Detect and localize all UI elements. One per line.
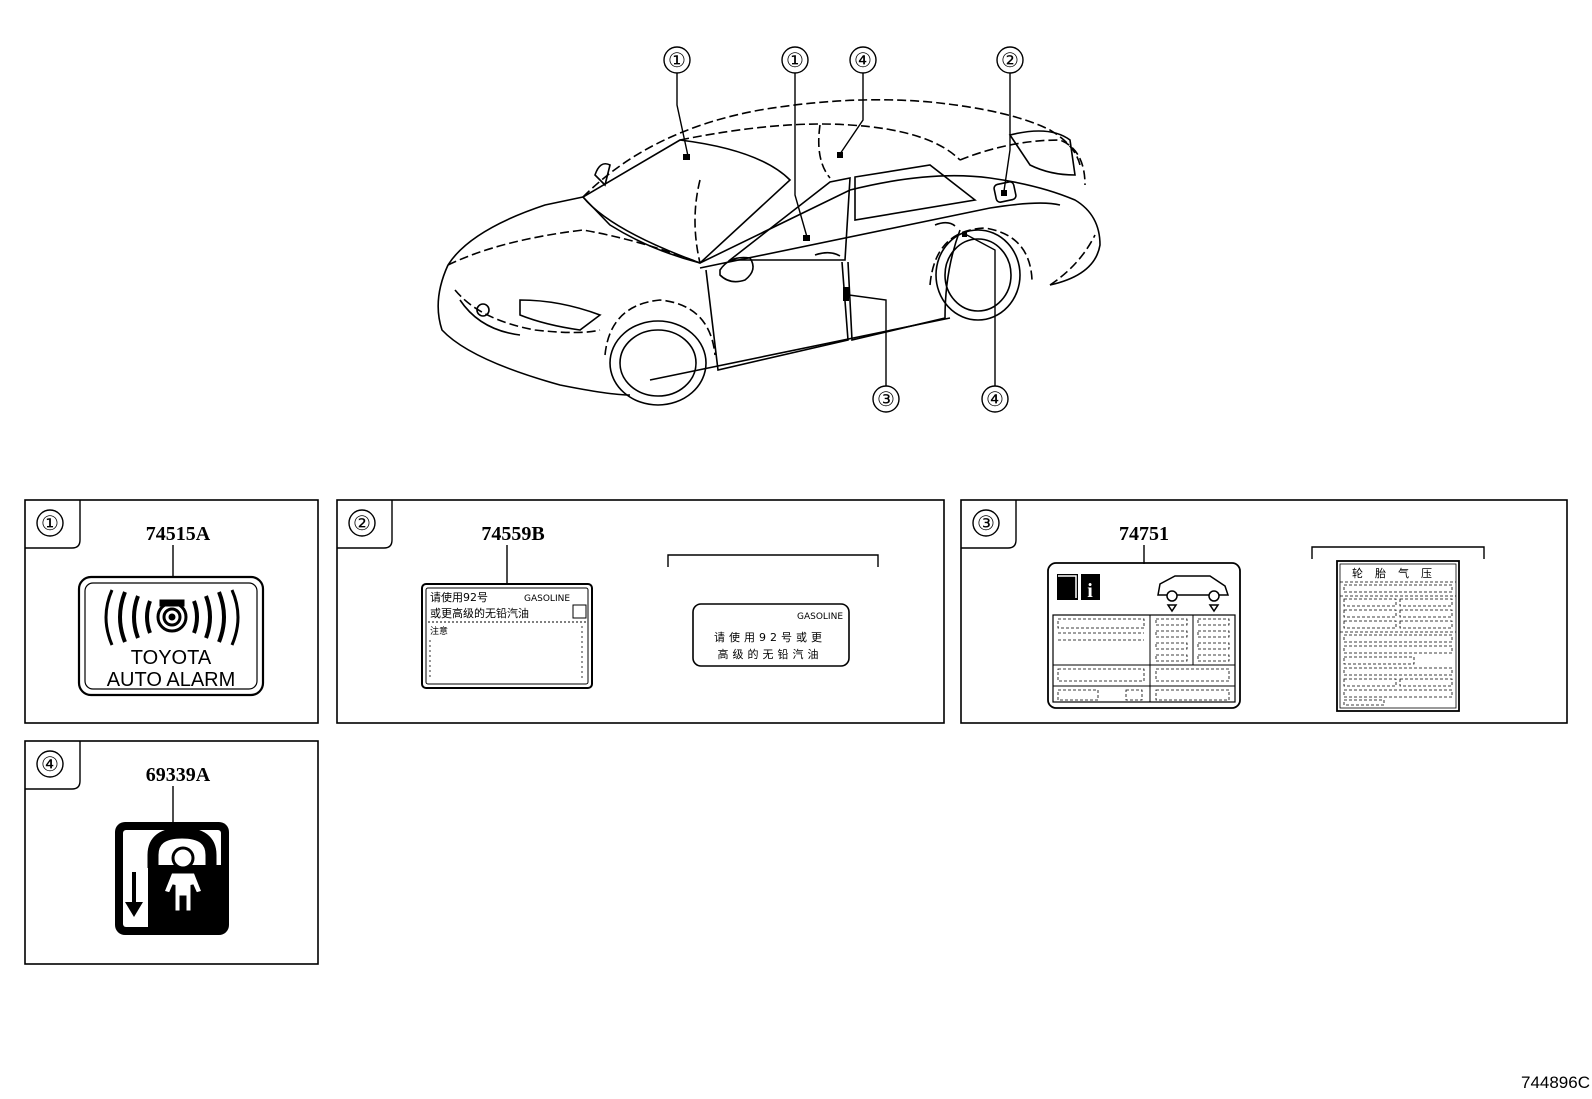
panel-1-part-number: 74515A <box>146 523 211 545</box>
car-callouts: ① ① ④ ② ③ ④ <box>663 46 1024 413</box>
child-lock-icon <box>160 846 206 914</box>
fuel-label-a: 请使用92号 GASOLINE 或更高级的无铅汽油 注意 <box>421 583 593 689</box>
child-lock-label <box>115 822 229 935</box>
car-illustration <box>437 98 1101 406</box>
callout-1a: ① <box>668 50 686 72</box>
alarm-line-2: AUTO ALARM <box>107 669 236 691</box>
auto-alarm-label: TOYOTA AUTO ALARM <box>77 575 265 697</box>
panel-2-part-number: 74559B <box>481 523 544 545</box>
fuel-b-line2: 高级的无铅汽油 <box>718 647 823 661</box>
alarm-siren-icon <box>104 589 240 646</box>
tire-b-header: 轮胎气压 <box>1352 566 1444 580</box>
manual-info-icon: i <box>1057 574 1100 602</box>
callout-2: ② <box>1001 50 1019 72</box>
callout-3: ③ <box>877 389 895 411</box>
tire-label-b: 轮胎气压 <box>1336 560 1460 712</box>
panel-2-number: ② <box>353 513 371 535</box>
fuel-a-line1-en: GASOLINE <box>524 594 570 604</box>
tire-label-a: i <box>1047 562 1241 709</box>
fuel-a-line3: 注意 <box>430 625 448 637</box>
fuel-a-line2: 或更高级的无铅汽油 <box>430 606 529 620</box>
fuel-b-header: GASOLINE <box>797 612 843 622</box>
panel-4-part-number: 69339A <box>146 764 211 786</box>
panel-4-number: ④ <box>41 754 59 776</box>
svg-text:i: i <box>1087 580 1093 602</box>
panel-1: ① 74515A TOYOTA AUTO ALARM <box>24 499 319 724</box>
fuel-label-b: GASOLINE 请使用92号或更 高级的无铅汽油 <box>692 603 850 667</box>
callout-leaders <box>676 72 1011 387</box>
panel-3-part-number: 74751 <box>1119 523 1169 545</box>
fuel-a-line1: 请使用92号 <box>430 591 488 604</box>
panel-3: ③ 74751 i <box>960 499 1568 724</box>
car-side-icon <box>1157 575 1230 613</box>
callout-4a: ④ <box>854 50 872 72</box>
reference-code: 744896C <box>1520 1073 1590 1092</box>
car-label-markers <box>683 152 1007 301</box>
arrow-down-icon <box>125 872 143 917</box>
alarm-line-1: TOYOTA <box>131 647 212 669</box>
callout-4b: ④ <box>986 389 1004 411</box>
fuel-a-box <box>572 604 587 619</box>
panel-3-number: ③ <box>977 513 995 535</box>
panel-2: ② 74559B 请使用92号 GASOLINE 或更高级的无铅汽油 注意 GA… <box>336 499 945 724</box>
panel-1-number: ① <box>41 513 59 535</box>
panel-4: ④ 69339A <box>24 740 319 965</box>
callout-1b: ① <box>786 50 804 72</box>
fuel-b-line1: 请使用92号或更 <box>714 631 826 644</box>
